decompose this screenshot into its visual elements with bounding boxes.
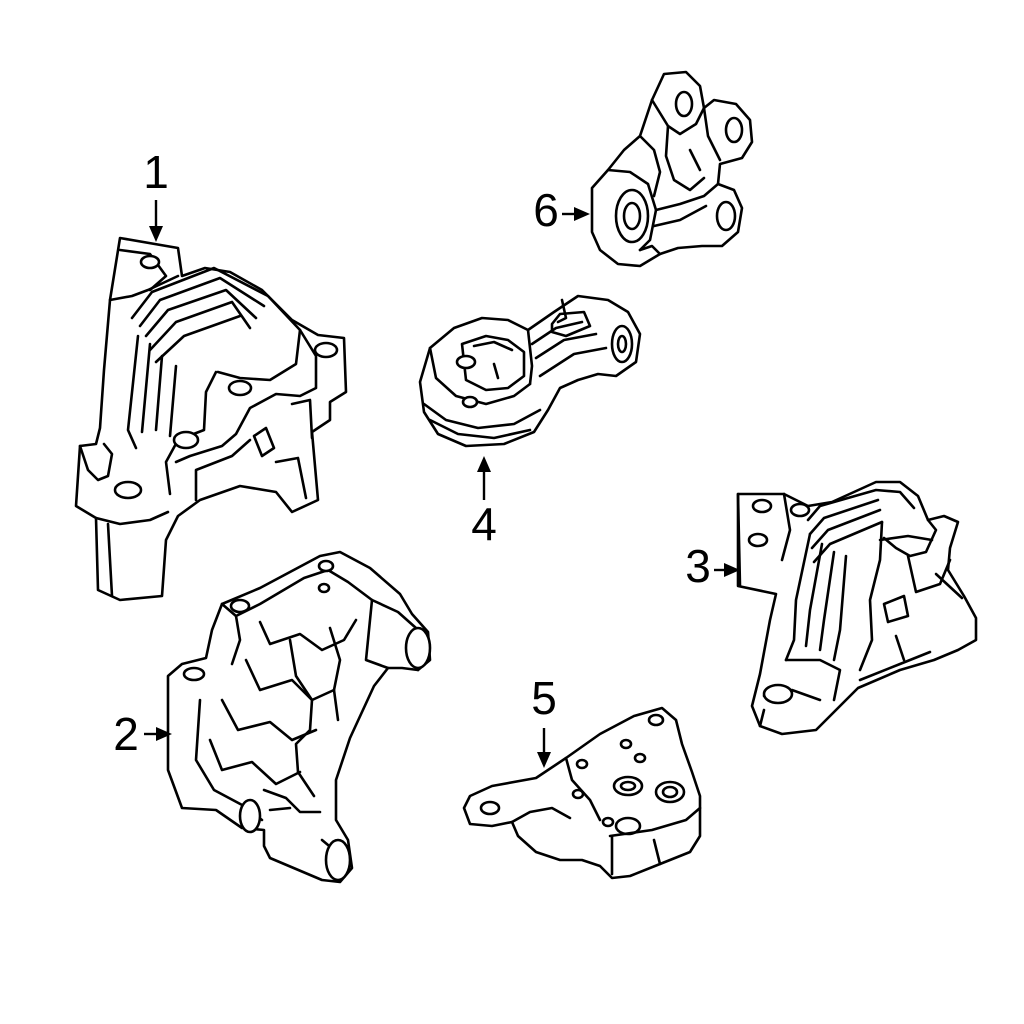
callout-4[interactable]: 4 <box>471 456 497 550</box>
callout-1-label: 1 <box>143 146 169 198</box>
callout-5-label: 5 <box>531 672 557 724</box>
callout-2[interactable]: 2 <box>113 708 172 760</box>
part-6-upper-bracket[interactable] <box>590 70 754 268</box>
callout-4-arrowhead <box>477 456 491 472</box>
callout-2-label: 2 <box>113 708 139 760</box>
part-3-engine-mount[interactable] <box>736 480 978 736</box>
callout-3-arrowhead <box>724 563 740 577</box>
callout-5[interactable]: 5 <box>531 672 557 768</box>
part-4-torque-mount[interactable] <box>418 294 642 448</box>
callout-1[interactable]: 1 <box>143 146 169 242</box>
callout-6-arrowhead <box>574 207 590 221</box>
part-5-bracket-plate[interactable] <box>462 706 702 880</box>
callout-5-arrowhead <box>537 752 551 768</box>
callout-3[interactable]: 3 <box>685 540 740 592</box>
part-2-mount-bracket[interactable] <box>166 550 432 884</box>
callout-2-arrowhead <box>156 727 172 741</box>
part-1-engine-mount[interactable] <box>74 236 348 602</box>
callout-6-label: 6 <box>533 184 559 236</box>
callout-4-label: 4 <box>471 498 497 550</box>
callout-6[interactable]: 6 <box>533 184 590 236</box>
callout-1-arrowhead <box>149 226 163 242</box>
callout-3-label: 3 <box>685 540 711 592</box>
